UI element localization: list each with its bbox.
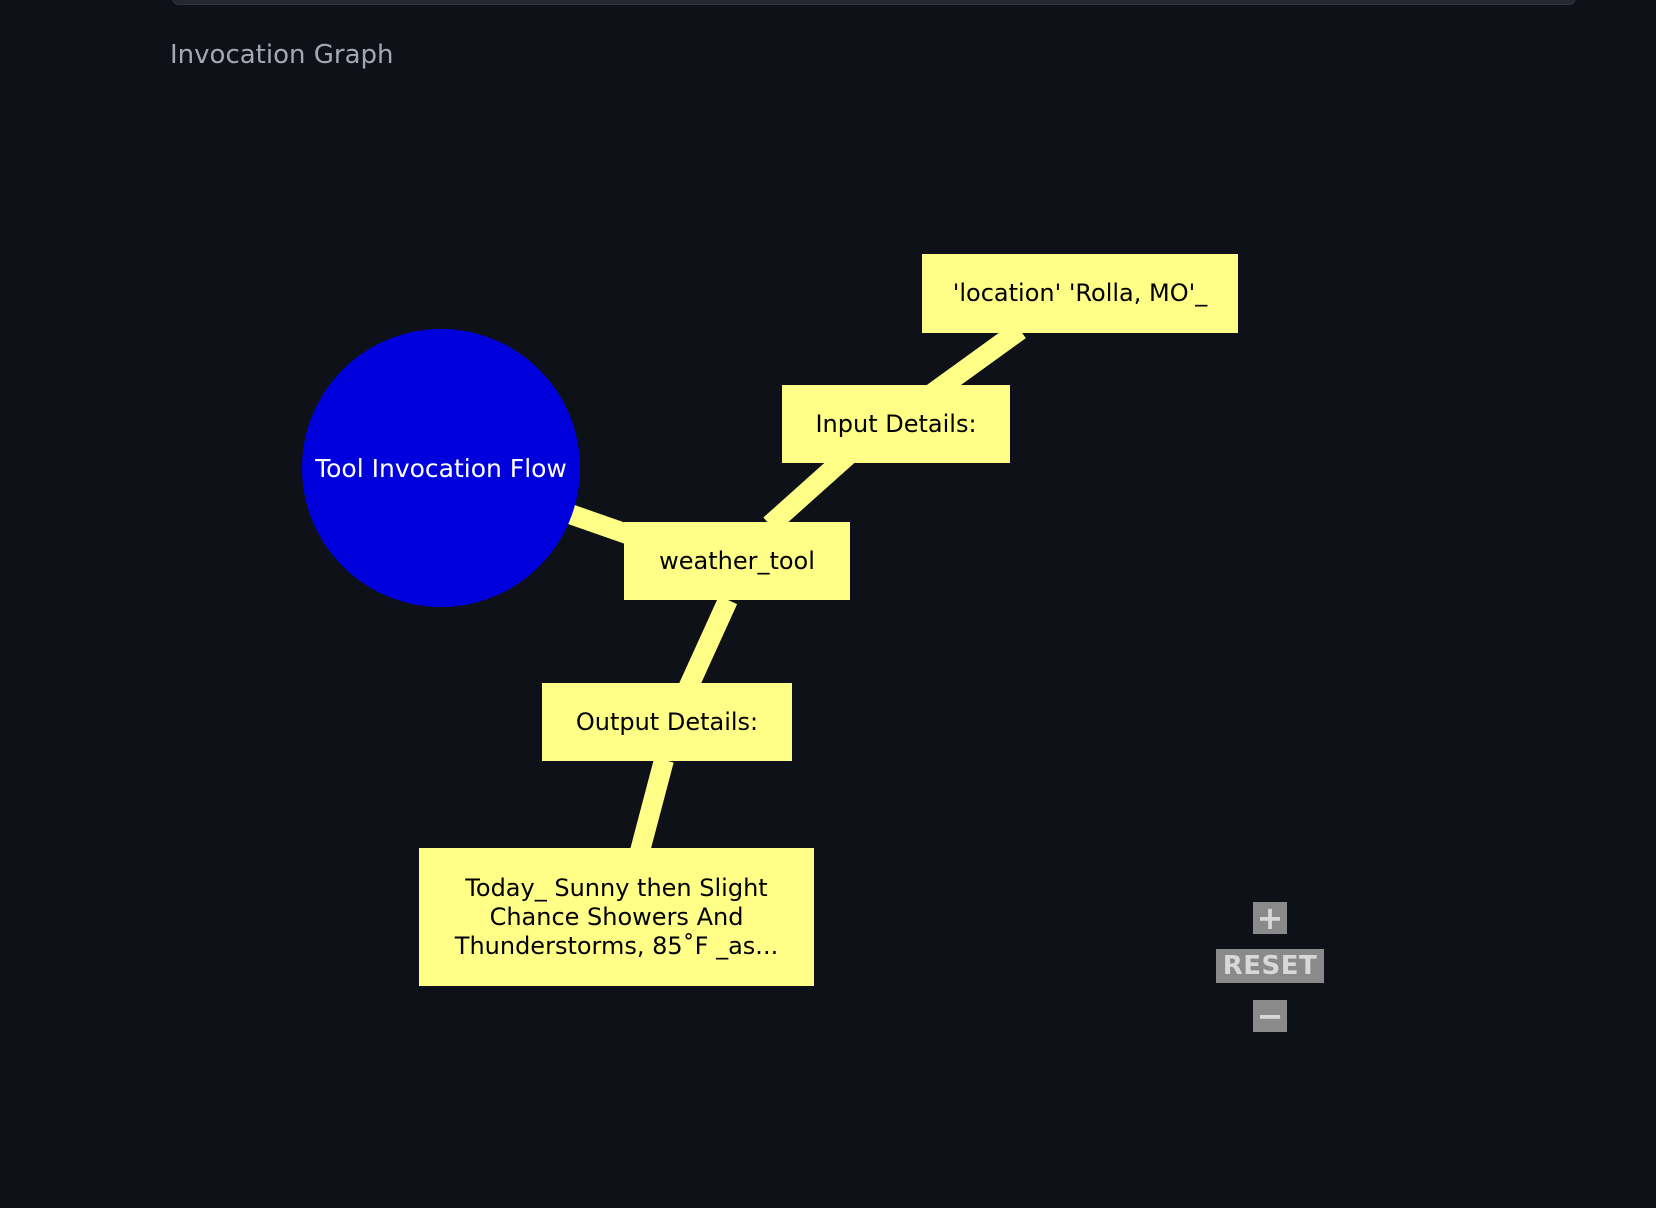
- graph-edges: [566, 321, 1026, 873]
- node-input-value[interactable]: 'location' 'Rolla, MO'_: [922, 254, 1238, 333]
- node-weather-tool-label: weather_tool: [659, 546, 815, 575]
- node-input-value-label: 'location' 'Rolla, MO'_: [952, 279, 1208, 307]
- node-output-details[interactable]: Output Details:: [542, 683, 792, 761]
- section-title: Invocation Graph: [170, 40, 394, 70]
- reset-label: RESET: [1222, 951, 1318, 981]
- graph-canvas[interactable]: Tool Invocation Flow weather_tool Input …: [170, 90, 1570, 1208]
- zoom-in-button[interactable]: +: [1253, 902, 1287, 934]
- edge-input-details-input-value: [924, 321, 1026, 404]
- root-node-label: Tool Invocation Flow: [315, 453, 567, 483]
- node-output-value[interactable]: Today_ Sunny then Slight Chance Showers …: [419, 848, 814, 986]
- reset-zoom-button[interactable]: RESET: [1216, 949, 1324, 983]
- root-node-tool-invocation-flow[interactable]: Tool Invocation Flow: [302, 329, 580, 607]
- plus-icon: +: [1256, 899, 1284, 937]
- node-output-value-label: Today_ Sunny then Slight Chance Showers …: [454, 873, 779, 960]
- minus-icon: −: [1256, 997, 1284, 1035]
- node-weather-tool[interactable]: weather_tool: [624, 522, 850, 600]
- zoom-out-button[interactable]: −: [1253, 1000, 1287, 1032]
- top-input-bar: [172, 0, 1576, 5]
- node-input-details[interactable]: Input Details:: [782, 385, 1010, 463]
- node-input-details-label: Input Details:: [815, 409, 977, 438]
- node-output-details-label: Output Details:: [575, 707, 759, 736]
